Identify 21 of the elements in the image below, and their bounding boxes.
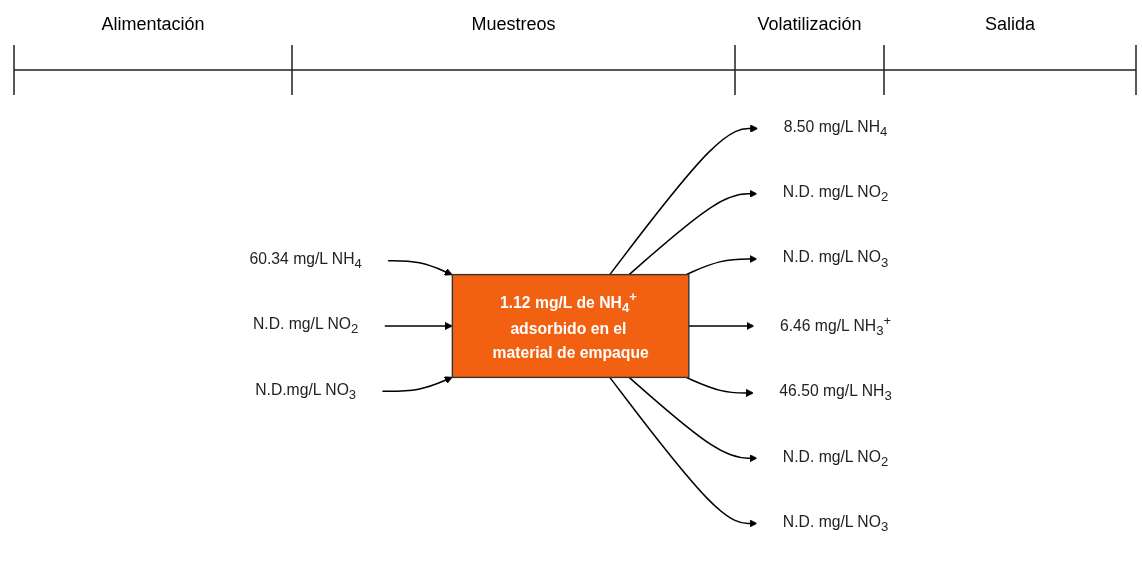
node-text: N.D. mg/L NO$_{2}$ [783,447,889,469]
node-text: N.D. mg/L NO$_{3}$ [783,512,889,534]
arrow [609,124,759,276]
arrow [628,376,758,463]
arrow [381,376,454,392]
section-label: Alimentación [100,14,206,35]
node-text: N.D. mg/L NO$_{2}$ [783,183,889,205]
arrow [628,189,758,276]
node-text: 60.34 mg/L NH$_{4}$ [249,250,363,271]
section-label: Volatilización [756,14,863,35]
node-text: 8.50 mg/L NH$_{4}$ [784,118,888,139]
arrow [387,260,454,276]
node-text: N.D. mg/L NO$_{2}$ [253,315,359,337]
node-text: N.D.mg/L NO$_{3}$ [255,380,357,402]
section-label: Salida [983,14,1036,35]
arrow [609,376,758,528]
node-text: N.D. mg/L NO$_{3}$ [783,248,889,270]
arrow [685,376,755,397]
section-label: Muestreos [470,14,557,35]
arrow [685,255,758,276]
node-text: 46.50 mg/L NH$_{3}$ [779,382,893,404]
